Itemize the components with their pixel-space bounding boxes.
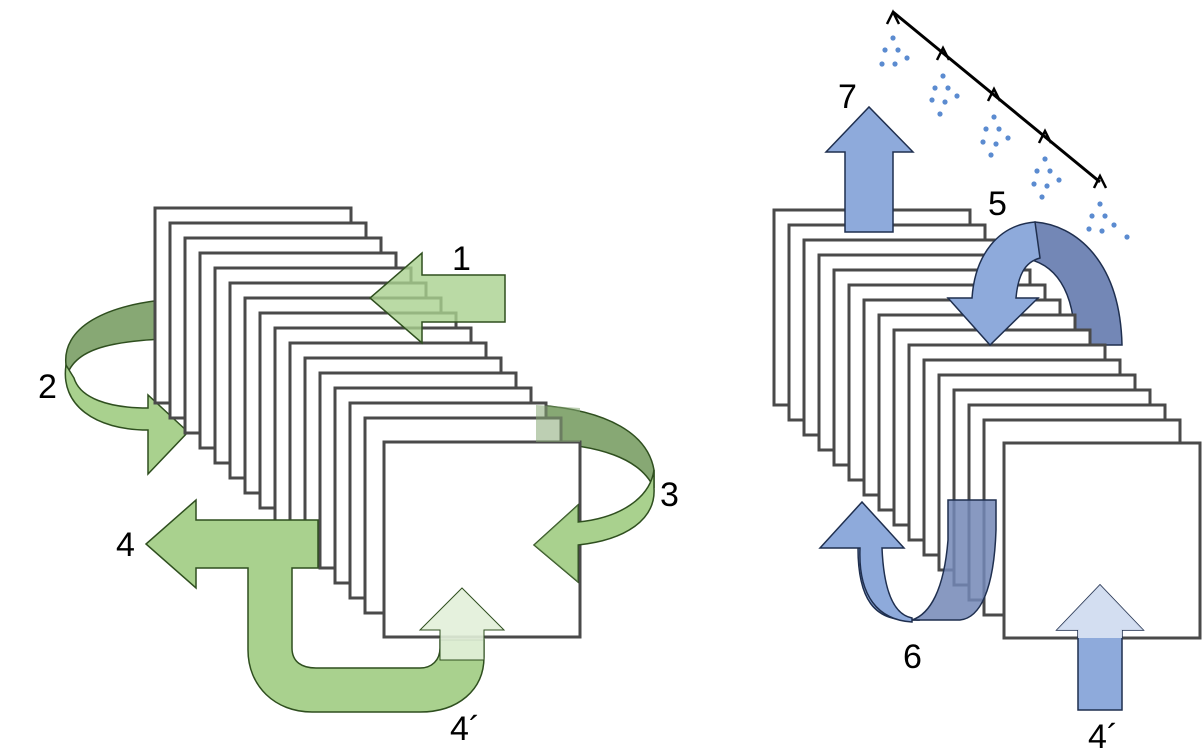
arrow-7 — [824, 105, 915, 233]
arrow-6-loop — [818, 499, 997, 623]
left-stack: 1 2 3 4 4´ — [38, 206, 679, 748]
label-4-prime-left: 4´ — [450, 710, 480, 748]
arrow-3-front — [532, 469, 655, 584]
label-2: 2 — [38, 368, 57, 406]
left-plate-stack — [153, 206, 582, 639]
spray-drops — [879, 35, 1130, 240]
label-6: 6 — [903, 638, 922, 676]
arrow-1 — [368, 251, 506, 345]
spray-nozzle-bar-icon — [879, 9, 1130, 240]
label-7: 7 — [838, 78, 857, 116]
arrow-5-front — [946, 221, 1041, 347]
label-1: 1 — [452, 240, 471, 278]
arrow-4-prime-head — [418, 587, 506, 661]
label-4: 4 — [116, 526, 135, 564]
label-3: 3 — [660, 476, 679, 514]
right-stack: 5 6 7 4´ — [772, 9, 1202, 752]
arrow-5-back — [1020, 221, 1123, 346]
arrow-4-u-path — [144, 498, 485, 713]
label-5: 5 — [988, 185, 1007, 223]
label-4-prime-right: 4´ — [1088, 718, 1118, 752]
